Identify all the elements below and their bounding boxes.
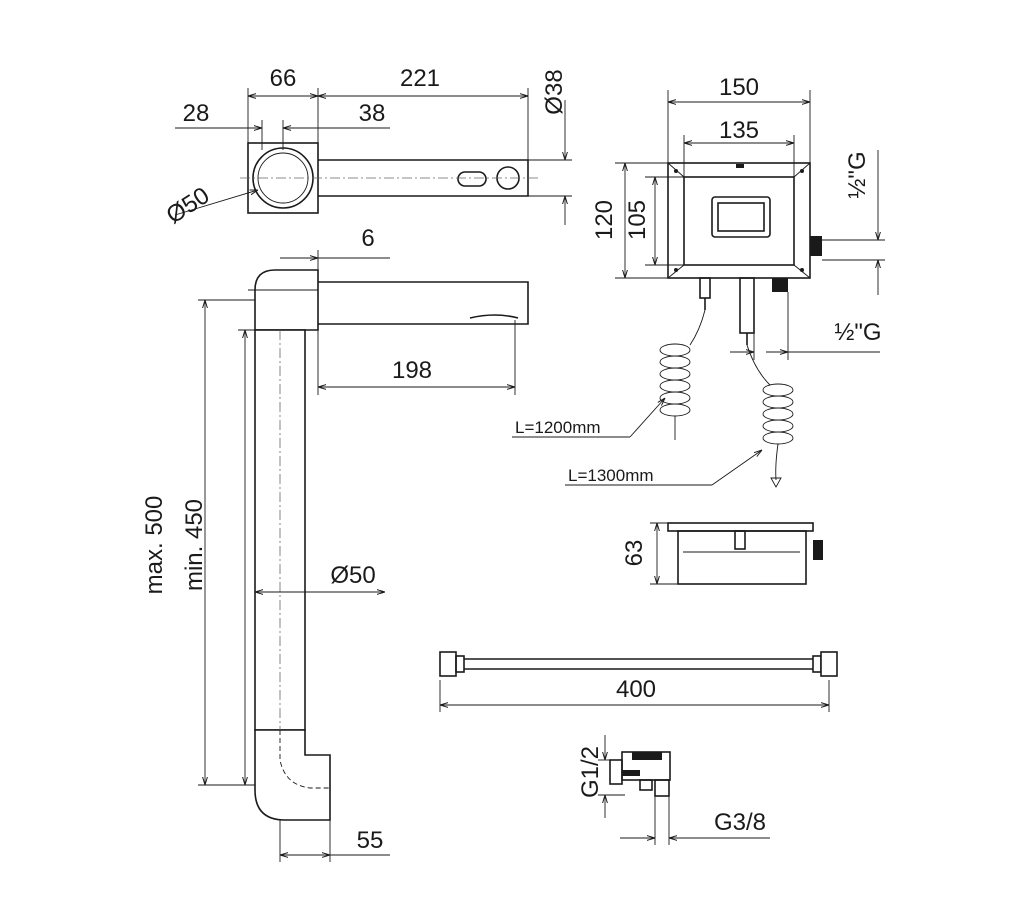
thread-top: ½"G [844,151,871,198]
dia-38: Ø38 [541,69,568,114]
control-box-side: 63 [621,522,823,585]
spout-top-view: 66 221 28 38 Ø38 Ø50 [162,65,572,229]
cable-length-1200: L=1200mm [515,418,601,437]
connection-hose: 400 [439,651,838,712]
dim-63: 63 [621,540,648,567]
dia-50-top: Ø50 [162,182,215,229]
min-450: min. 450 [181,499,208,591]
control-box-front: 150 135 120 105 ½"G ½"G [591,74,885,360]
dim-6: 6 [361,225,374,252]
dim-198: 198 [392,357,432,384]
dim-221: 221 [400,65,440,92]
dim-105: 105 [624,200,651,240]
thread-bottom: ½"G [834,319,881,346]
dim-66: 66 [270,65,297,92]
dia-50-side: Ø50 [330,562,375,589]
cable-length-1300: L=1300mm [568,466,654,485]
dim-400: 400 [616,676,656,703]
dim-38: 38 [359,100,386,127]
cables: L=1200mm L=1300mm [512,309,794,488]
dim-55: 55 [357,827,384,854]
dim-150: 150 [719,74,759,101]
thread-g38: G3/8 [714,809,766,836]
dim-28: 28 [183,100,210,127]
max-500: max. 500 [141,496,168,595]
dim-135: 135 [719,117,759,144]
angle-valve: G1/2 G3/8 [577,735,770,845]
thread-g12: G1/2 [577,746,604,798]
spout-side-view: 6 198 max. 500 min. 450 Ø50 55 [141,225,529,862]
dim-120: 120 [591,200,618,240]
